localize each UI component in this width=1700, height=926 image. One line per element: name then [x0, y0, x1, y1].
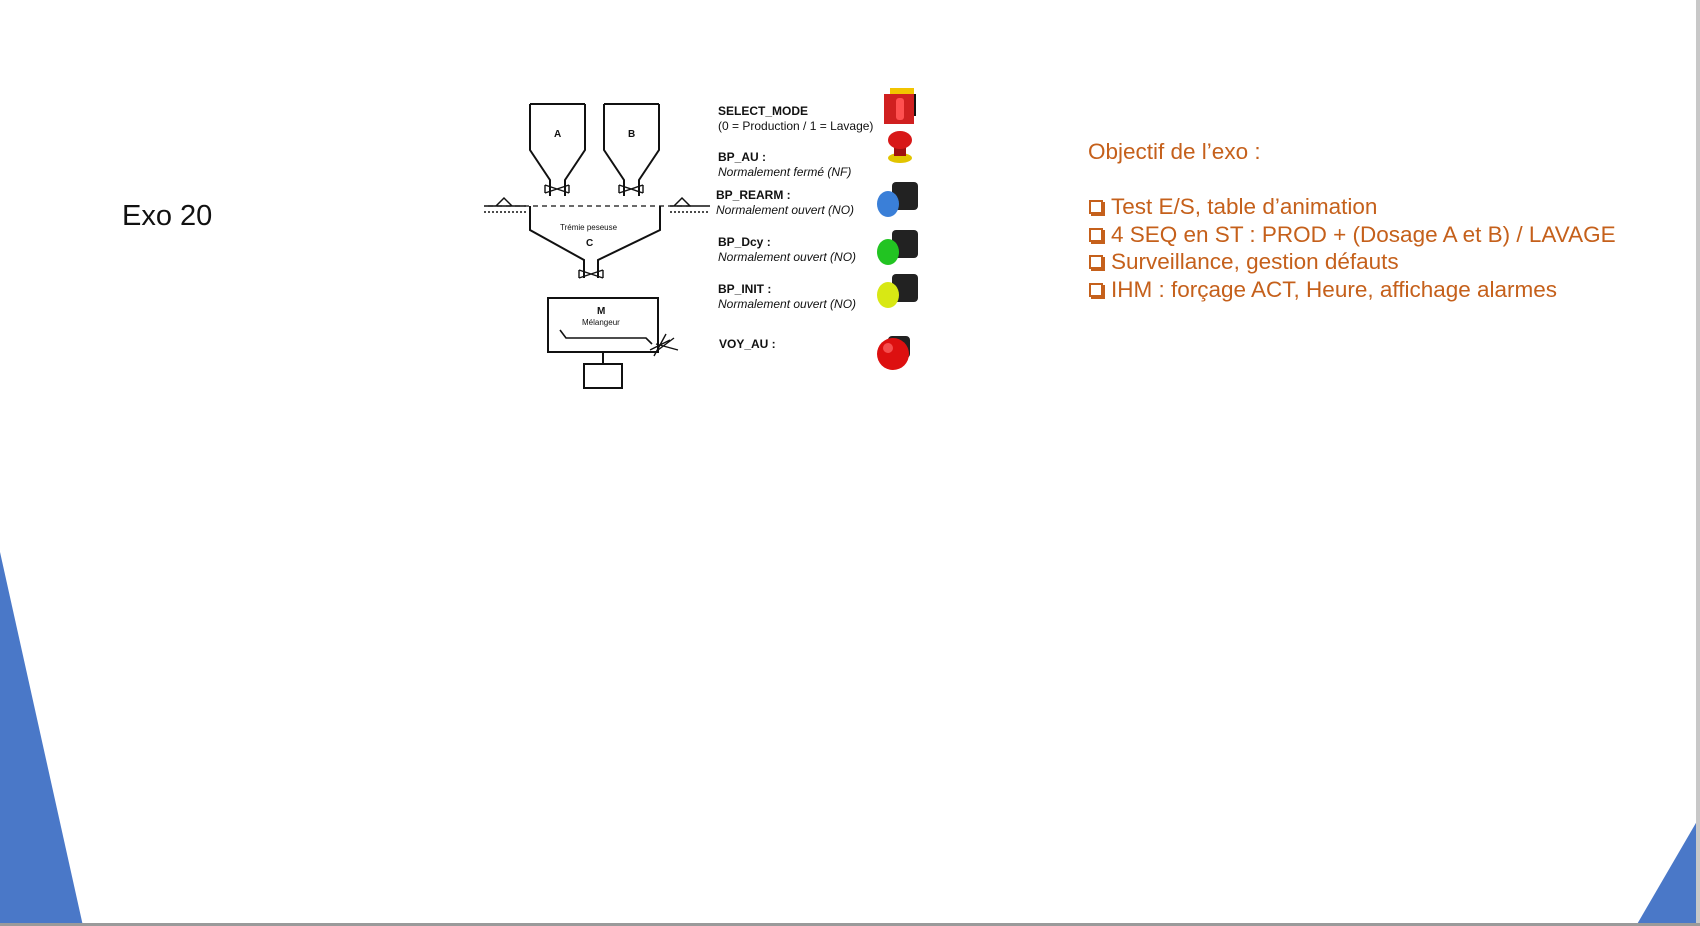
objectives-block: Objectif de l’exo : Test E/S, table d’an… [1088, 138, 1616, 303]
objective-item: IHM : forçage ACT, Heure, affichage alar… [1088, 276, 1616, 304]
weigh-hopper-letter: C [586, 238, 593, 249]
objective-item: Test E/S, table d’animation [1088, 193, 1616, 221]
checkbox-icon [1089, 227, 1103, 242]
objective-text: Test E/S, table d’animation [1111, 194, 1378, 219]
objective-text: Surveillance, gestion défauts [1111, 249, 1399, 274]
legend-label-voy-au: VOY_AU : [719, 337, 776, 351]
legend-label-bp-rearm: BP_REARM : [716, 188, 791, 202]
mixer-letter: M [597, 306, 605, 317]
selector-switch-icon [884, 88, 916, 124]
slide-bottom-border [0, 923, 1700, 926]
checkbox-icon [1089, 255, 1103, 269]
legend-label-bp-au: BP_AU : [718, 150, 767, 164]
hopper-b-letter: B [628, 129, 635, 140]
hopper-a-shape [529, 104, 551, 196]
valve-icon [544, 184, 644, 194]
legend-sub-bp-init: Normalement ouvert (NO) [718, 297, 857, 311]
emergency-stop-icon [888, 131, 912, 163]
slide-right-border [1696, 0, 1700, 926]
legend-sub-select-mode: (0 = Production / 1 = Lavage) [718, 119, 874, 133]
objective-item: Surveillance, gestion défauts [1088, 248, 1616, 276]
checkbox-icon [1089, 200, 1103, 214]
legend-label-bp-init: BP_INIT : [718, 282, 772, 296]
objectives-heading: Objectif de l’exo : [1088, 139, 1261, 164]
weigh-hopper-shape [529, 206, 661, 278]
yellow-pushbutton-icon [877, 274, 918, 308]
checkbox-icon [1089, 282, 1103, 297]
legend-label-bp-dcy: BP_Dcy : [718, 235, 771, 249]
mixer-name: Mélangeur [582, 318, 620, 327]
blue-pushbutton-icon [877, 182, 918, 217]
legend-sub-bp-au: Normalement fermé (NF) [718, 165, 852, 179]
green-pushbutton-icon [877, 230, 918, 265]
process-figure: Trémie peseuse C A B M Mélangeur [460, 88, 940, 398]
legend-sub-bp-rearm: Normalement ouvert (NO) [716, 203, 855, 217]
legend-sub-bp-dcy: Normalement ouvert (NO) [718, 250, 857, 264]
objective-item: 4 SEQ en ST : PROD + (Dosage A et B) / L… [1088, 221, 1616, 249]
objective-text: IHM : forçage ACT, Heure, affichage alar… [1111, 276, 1558, 302]
legend-label-select-mode: SELECT_MODE [718, 104, 809, 118]
hopper-a-letter: A [554, 129, 561, 140]
process-diagram: Trémie peseuse C A B M Mélangeur [484, 88, 918, 389]
hopper-b-shape [603, 104, 625, 196]
weigh-hopper-name: Trémie peseuse [560, 223, 618, 232]
slide-title: Exo 20 [122, 200, 213, 232]
objective-text: 4 SEQ en ST : PROD + (Dosage A et B) / L… [1111, 221, 1616, 247]
red-indicator-light-icon [877, 336, 910, 370]
